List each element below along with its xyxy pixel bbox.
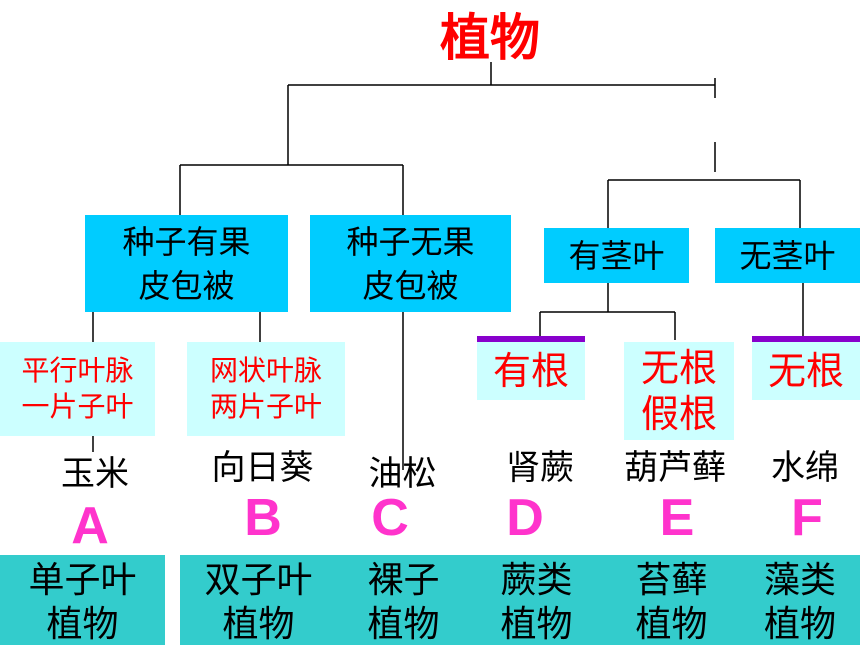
group-algae: 藻类 植物 — [740, 555, 860, 645]
feature-has-root: 有根 — [477, 342, 585, 400]
feature-no-root: 无根 — [752, 342, 860, 400]
branch-seed-with-fruit: 种子有果 皮包被 — [85, 215, 288, 312]
label-letter: B — [244, 489, 282, 547]
feature-net-veins: 网状叶脉 — [209, 354, 322, 387]
example-pine: 油松 — [368, 454, 437, 494]
feature-parallel-veins: 平行叶脉 — [21, 354, 134, 387]
divider-bar — [752, 336, 860, 342]
group-dicot: 双子叶 植物 — [180, 555, 337, 645]
label-letter: C — [371, 489, 409, 547]
feature-two-cotyledons: 两片子叶 — [209, 390, 322, 423]
branch-seed-without-fruit: 种子无果 皮包被 — [310, 215, 511, 312]
label-letter: D — [506, 489, 544, 547]
example-fern: 肾蕨 — [506, 448, 574, 488]
example-moss: 葫芦藓 — [624, 448, 726, 488]
group-gymnosperm: 裸子 植物 — [337, 555, 470, 645]
feature-dicot: 网状叶脉 两片子叶 — [187, 342, 345, 436]
group-moss: 苔藓 植物 — [603, 555, 740, 645]
feature-monocot: 平行叶脉 一片子叶 — [0, 342, 155, 436]
feature-false-root: 无根 假根 — [624, 342, 734, 440]
group-monocot: 单子叶 植物 — [0, 555, 165, 645]
divider-bar — [477, 336, 585, 342]
label-letter: F — [791, 489, 823, 547]
feature-one-cotyledon: 一片子叶 — [21, 390, 134, 423]
branch-with-stem-leaf: 有茎叶 — [544, 228, 689, 283]
branch-without-stem-leaf: 无茎叶 — [715, 228, 860, 283]
page-title: 植物 — [440, 9, 540, 67]
example-sunflower: 向日葵 — [211, 448, 314, 488]
label-letter: E — [659, 489, 695, 547]
example-spirogyra: 水绵 — [771, 448, 839, 488]
label-letter: A — [71, 497, 109, 555]
group-fern: 蕨类 植物 — [470, 555, 603, 645]
example-corn: 玉米 — [61, 454, 129, 494]
